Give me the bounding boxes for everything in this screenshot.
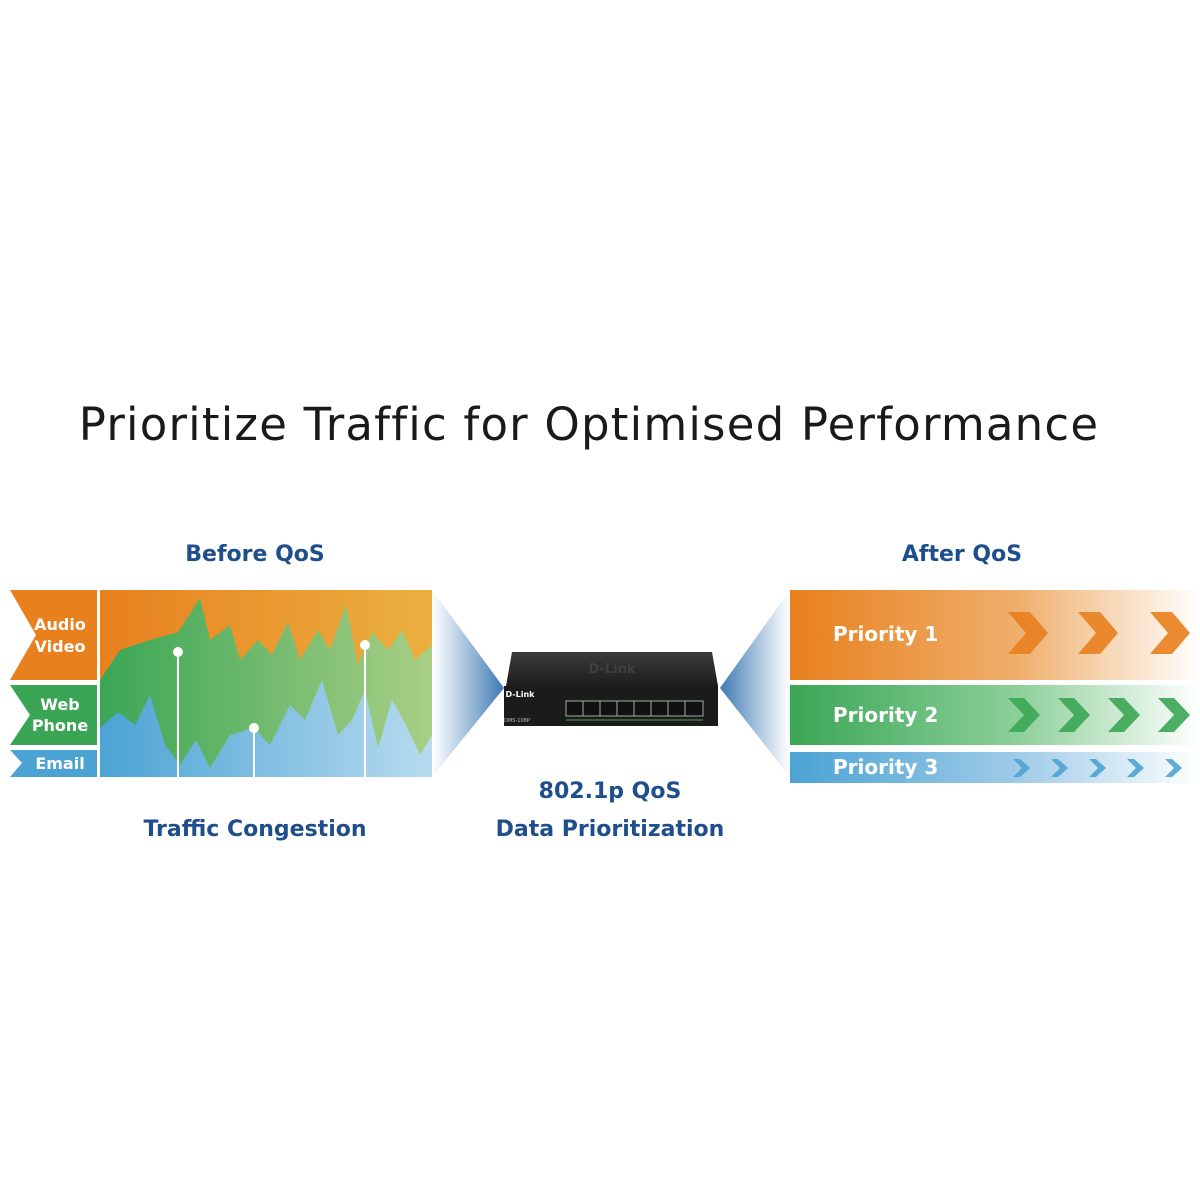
- priority-1-label: Priority 1: [833, 622, 938, 646]
- lane-label-web: Web: [40, 695, 79, 714]
- network-switch: D-Link D-Link DMS-108P: [504, 652, 718, 726]
- page-title: Prioritize Traffic for Optimised Perform…: [78, 398, 1100, 451]
- chevron-right-icon: [1158, 698, 1190, 732]
- after-qos-heading: After QoS: [901, 542, 1023, 567]
- switch-top-logo: D-Link: [588, 662, 635, 677]
- switch-top-panel: [506, 652, 718, 686]
- funnel-left: [432, 590, 504, 777]
- priority-3-label: Priority 3: [833, 755, 938, 779]
- chevron-right-icon: [1127, 759, 1144, 777]
- before-qos-heading: Before QoS: [185, 542, 325, 567]
- chevron-right-icon: [1008, 612, 1048, 654]
- priority-3-arrows: [1013, 759, 1182, 777]
- switch-brand: D-Link: [506, 690, 536, 699]
- chevron-right-icon: [1165, 759, 1182, 777]
- lane-tags: Audio Video Web Phone Email: [10, 590, 97, 777]
- lane-label-phone: Phone: [32, 716, 89, 735]
- lane-label-audio: Audio: [34, 615, 86, 634]
- chevron-right-icon: [1108, 698, 1140, 732]
- switch-ports: [565, 700, 704, 717]
- funnel-right: [720, 590, 790, 777]
- priority-2-label: Priority 2: [833, 703, 938, 727]
- chevron-right-icon: [1058, 698, 1090, 732]
- qos-standard-caption: 802.1p QoS: [538, 779, 682, 804]
- chevron-right-icon: [1150, 612, 1190, 654]
- priority-bands: Priority 1 Priority 2 Priority 3: [790, 590, 1200, 783]
- lane-tag-email: [10, 750, 97, 777]
- chevron-right-icon: [1013, 759, 1030, 777]
- lane-tag-web-phone: [10, 685, 97, 745]
- lane-label-email: Email: [35, 754, 84, 773]
- chevron-right-icon: [1078, 612, 1118, 654]
- congestion-markers: [173, 640, 370, 777]
- chevron-right-icon: [1089, 759, 1106, 777]
- priority-1-arrows: [1008, 612, 1190, 654]
- priority-3-band: [790, 752, 1200, 783]
- lane-label-video: Video: [35, 637, 86, 656]
- congestion-area-email: [100, 680, 432, 777]
- priority-2-arrows: [1008, 698, 1190, 732]
- priority-1-band: [790, 590, 1200, 680]
- traffic-congestion-caption: Traffic Congestion: [143, 817, 367, 842]
- chevron-right-icon: [1008, 698, 1040, 732]
- chevron-right-icon: [1051, 759, 1068, 777]
- switch-model: DMS-108P: [504, 718, 530, 724]
- traffic-congestion-chart: [100, 590, 432, 777]
- lane-tag-audio-video: [10, 590, 97, 680]
- data-prioritization-caption: Data Prioritization: [495, 817, 725, 842]
